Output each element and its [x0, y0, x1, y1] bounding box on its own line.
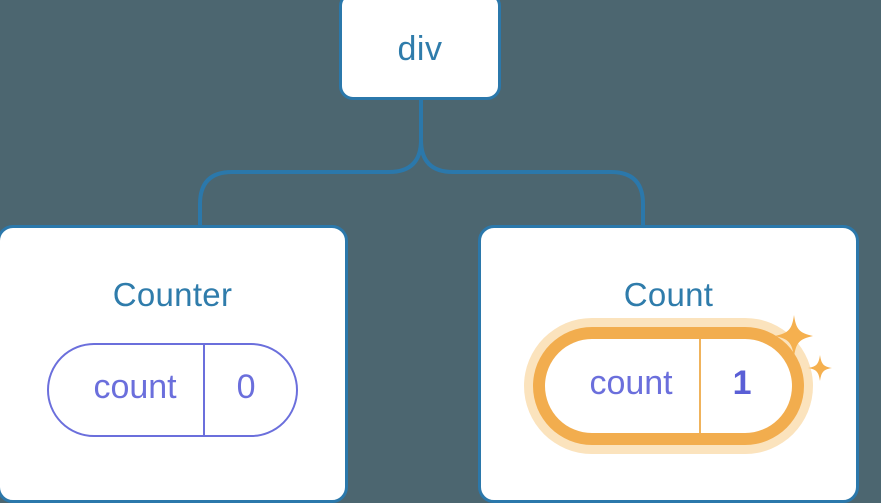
- state-value: 1: [701, 339, 792, 433]
- pill-divider: [698, 339, 701, 433]
- component-card-counter[interactable]: Counter count 0: [0, 225, 348, 503]
- node-root-div[interactable]: div: [339, 0, 501, 100]
- component-title: Count: [623, 276, 714, 313]
- sparkle-group: [774, 315, 832, 381]
- component-title: Counter: [112, 276, 233, 313]
- state-key-label: count: [93, 368, 177, 406]
- node-root-label: div: [397, 30, 443, 68]
- state-value-label: 1: [732, 364, 752, 402]
- connector-left-branch: [198, 138, 423, 228]
- state-value: 0: [205, 345, 296, 435]
- state-key: count: [545, 339, 698, 433]
- state-key-label: count: [589, 364, 673, 402]
- state-value-label: 0: [236, 368, 256, 406]
- connector-right-branch: [419, 98, 645, 228]
- state-pill-wrapper-highlighted: count 1: [524, 315, 832, 454]
- component-card-count[interactable]: Count count 1: [478, 225, 859, 503]
- state-pill[interactable]: count 0: [47, 343, 298, 437]
- sparkle-small-icon: [807, 355, 832, 381]
- state-pill[interactable]: count 1: [545, 339, 792, 433]
- state-key: count: [49, 345, 202, 435]
- pill-divider: [202, 345, 205, 435]
- sparkle-icon: [774, 315, 813, 357]
- state-pill-wrapper: count 0: [47, 343, 298, 437]
